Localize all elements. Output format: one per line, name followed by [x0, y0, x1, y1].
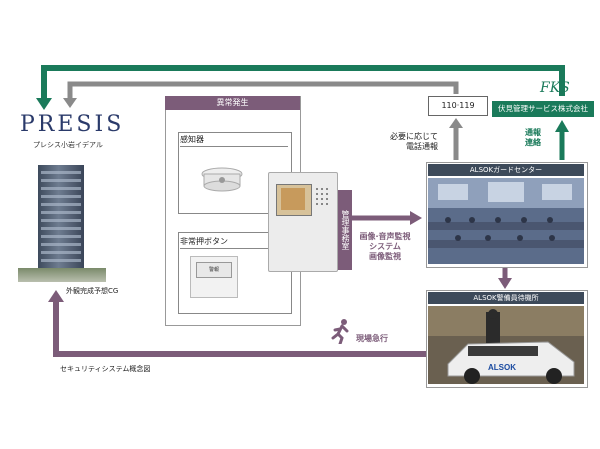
image-monitoring-line3: 画像監視 — [369, 252, 401, 261]
monitor-screen-image — [281, 188, 305, 210]
presis-subtitle: プレシス小岩イデアル — [33, 141, 103, 149]
police-fire-box: 110·119 — [428, 96, 488, 116]
speaker-grille-icon — [316, 188, 328, 205]
phone-report-note: 必要に応じて 電話通報 — [378, 132, 438, 152]
svg-text:ALSOK: ALSOK — [488, 363, 516, 372]
notify-line2: 連絡 — [525, 138, 541, 147]
sensor-label: 感知器 — [180, 135, 204, 144]
gray-call-arrow — [67, 81, 459, 100]
purple-return-arrow — [53, 300, 426, 357]
presis-logo: PRESIS — [20, 112, 125, 137]
notify-line1: 通報 — [525, 128, 541, 137]
green-notify-arrow — [41, 65, 565, 100]
purple-arrowhead-down — [498, 278, 512, 289]
guard-center-photo — [428, 178, 584, 264]
gray-arrowhead-left — [63, 98, 77, 108]
standby-title: ALSOK警備員待機所 — [428, 292, 584, 304]
phone-report-line1: 必要に応じて — [390, 132, 438, 141]
green-arrowhead-left — [36, 98, 52, 110]
image-monitoring-line2: システム — [369, 242, 401, 251]
button-panel-text: 警報 — [196, 262, 232, 278]
running-person-icon — [331, 319, 349, 344]
fks-company: 伏見管理サービス株式会社 — [492, 101, 594, 117]
notify-text: 通報 連絡 — [525, 128, 541, 148]
gray-arrowhead-up — [449, 118, 463, 128]
fks-logo-icon: FKS — [539, 80, 570, 96]
image-monitoring-line1: 画像·音声監視 — [359, 232, 411, 241]
image-monitoring-text: 画像·音声監視 システム 画像監視 — [354, 232, 416, 262]
system-caption: セキュリティシステム概念図 — [60, 365, 151, 373]
rush-to-site: 現場急行 — [356, 334, 388, 343]
exterior-caption: 外観完成予想CG — [66, 287, 119, 295]
purple-arrowhead-up-building — [48, 290, 64, 302]
sensor-divider — [180, 146, 288, 147]
emergency-button-label: 非常押ボタン — [180, 237, 228, 246]
management-room-label: 管理事務室 — [338, 190, 352, 270]
green-arrowhead-up — [555, 120, 569, 132]
purple-arrowhead-right — [410, 211, 422, 225]
alarm-header: 異常発生 — [165, 96, 300, 110]
building-windows — [41, 171, 81, 262]
smoke-detector-icon — [201, 167, 243, 192]
standby-photo: ALSOK — [428, 306, 584, 384]
svg-text:FKS: FKS — [539, 80, 570, 96]
button-divider — [180, 248, 288, 249]
phone-report-line2: 電話通報 — [406, 142, 438, 151]
building-ground — [18, 268, 106, 282]
guard-center-title: ALSOKガードセンター — [428, 164, 584, 176]
